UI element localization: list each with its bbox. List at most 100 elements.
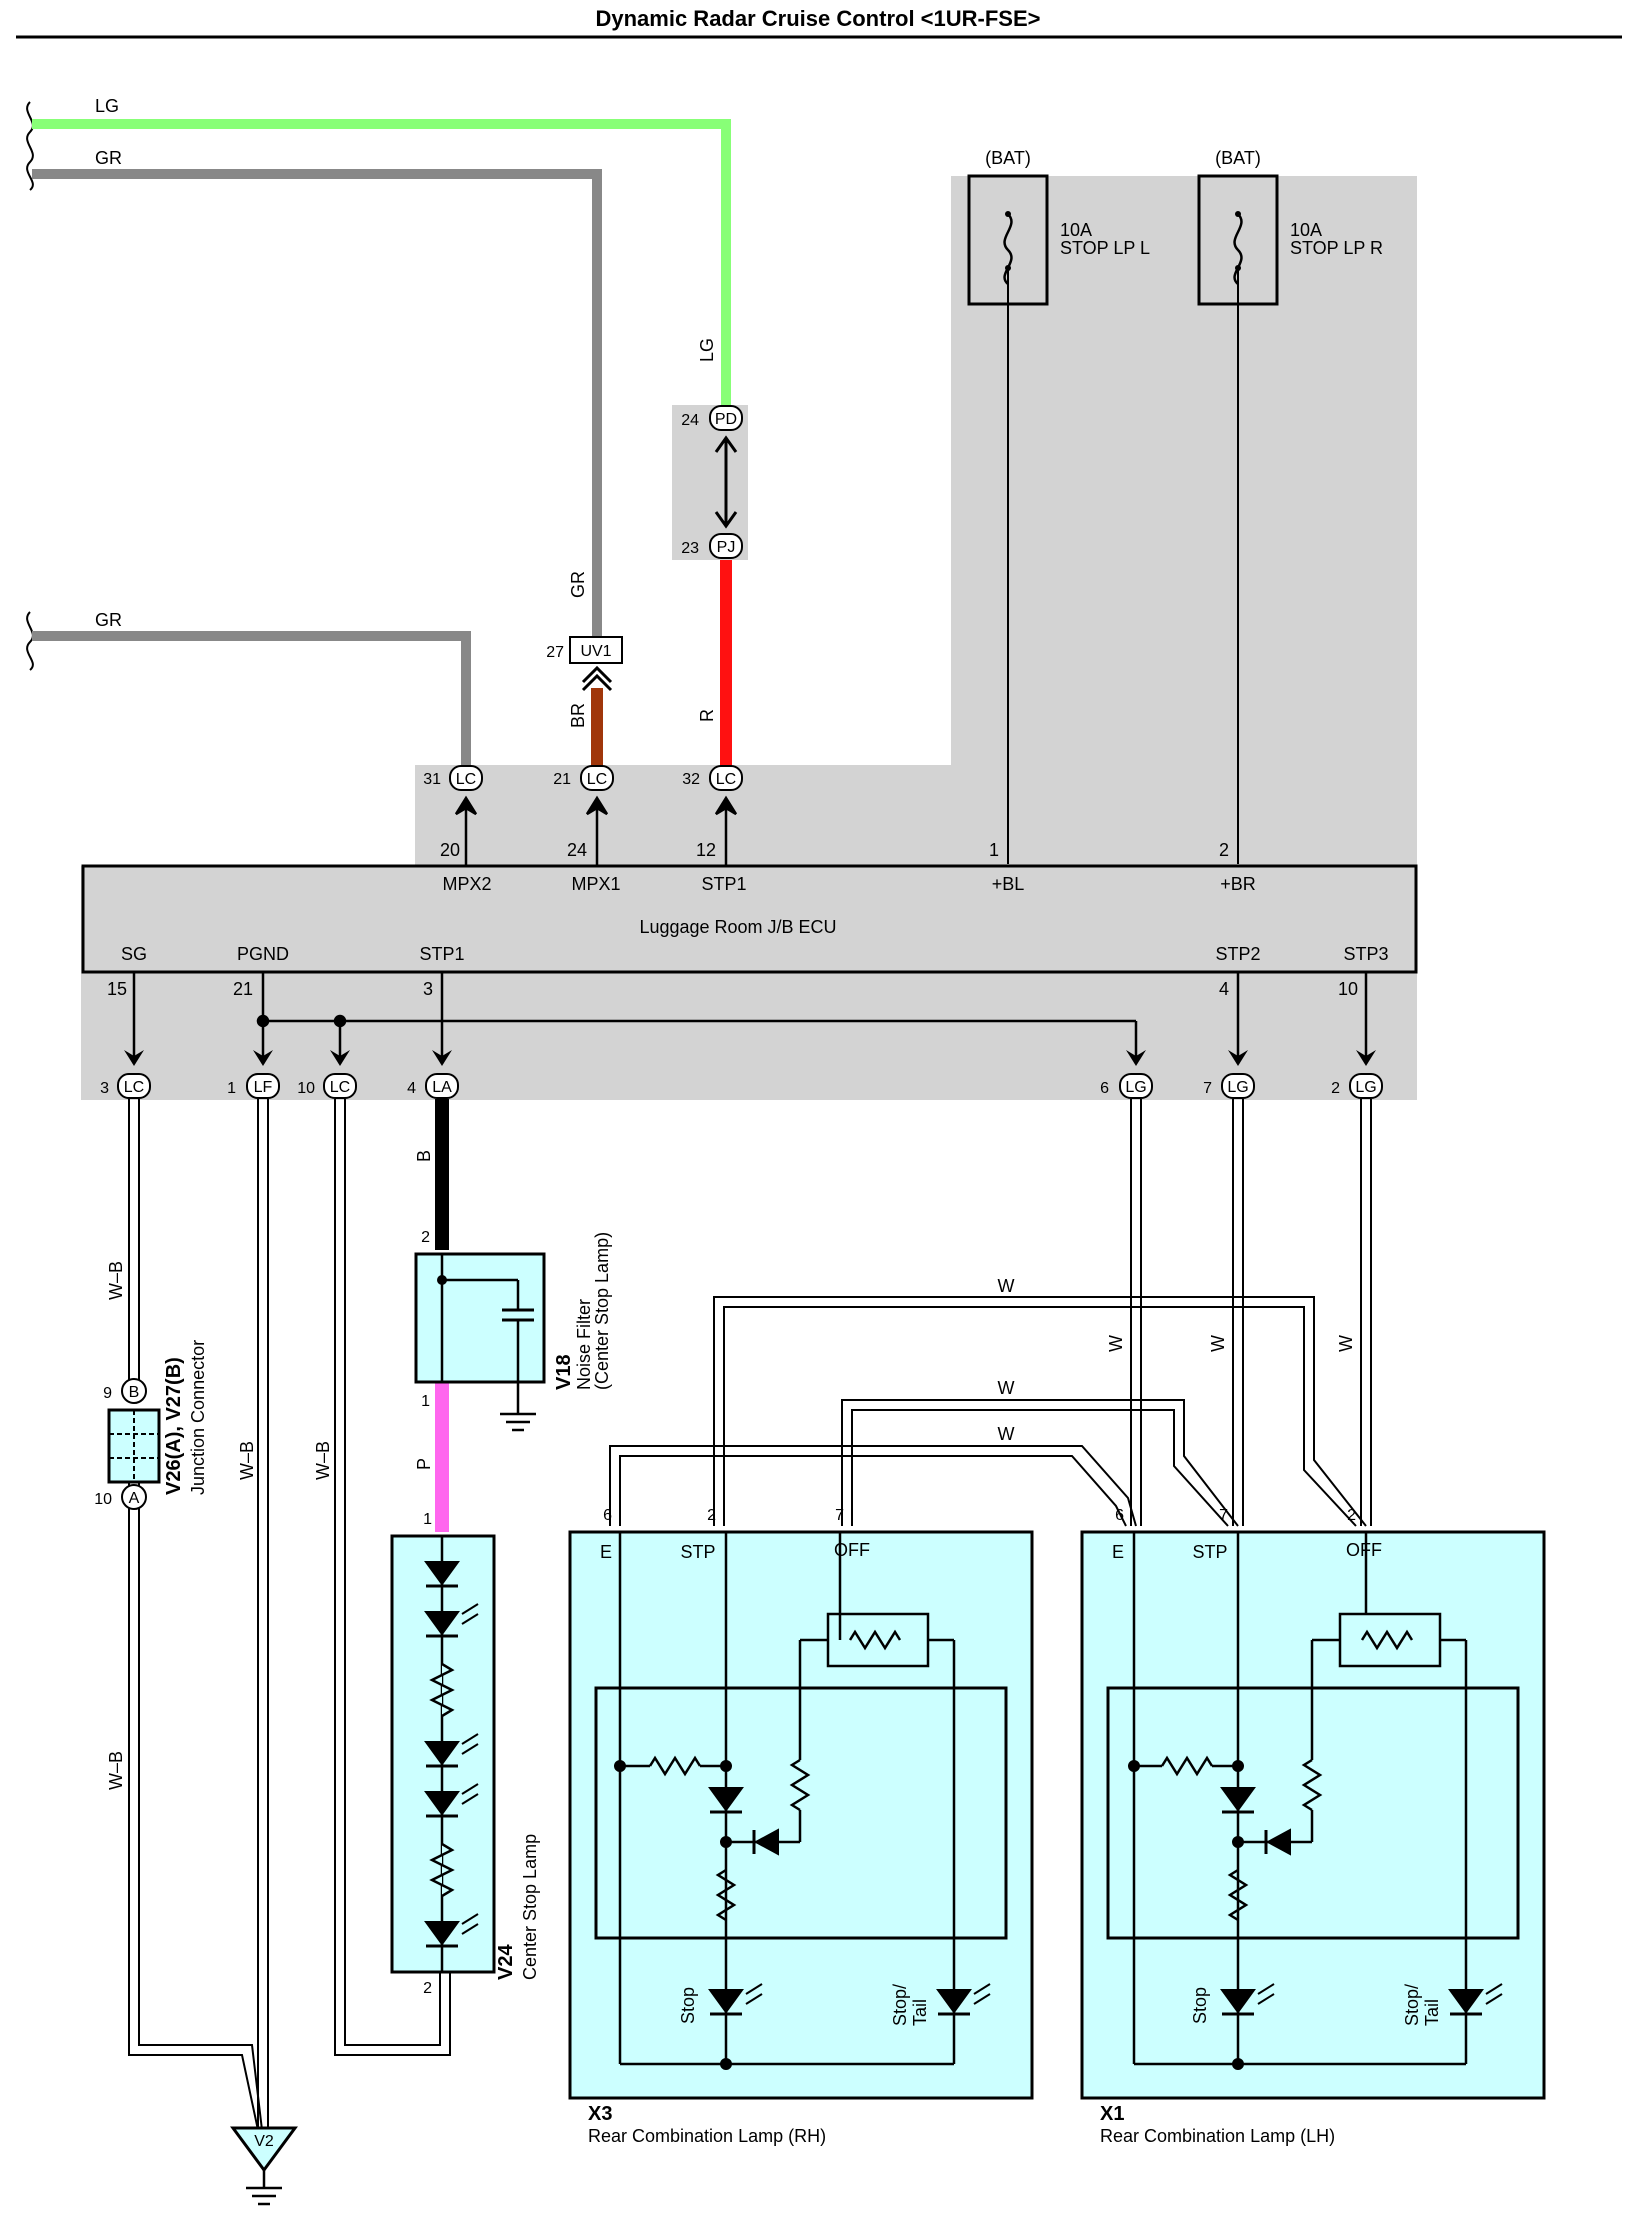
svg-text:24: 24 [567, 840, 587, 860]
svg-text:STP1: STP1 [419, 944, 464, 964]
svg-text:3: 3 [100, 1080, 109, 1097]
svg-text:2: 2 [707, 1507, 716, 1524]
svg-text:LF: LF [254, 1079, 273, 1096]
fuse-stop-lp-l: (BAT) 10A STOP LP L [967, 148, 1150, 864]
svg-text:Center Stop Lamp: Center Stop Lamp [520, 1834, 540, 1980]
svg-text:STP2: STP2 [1215, 944, 1260, 964]
gr-wire-mid [32, 631, 471, 770]
wire-label-r: R [697, 709, 717, 722]
svg-text:PGND: PGND [237, 944, 289, 964]
svg-text:Stop: Stop [678, 1987, 698, 2024]
wire-label-w-3: W [998, 1424, 1015, 1444]
center-stop-lamp-v24: 1 2 V24 Center Stop Lamp [390, 1511, 540, 1997]
lg-wire [32, 119, 731, 405]
svg-text:6: 6 [1115, 1507, 1124, 1524]
connector-pd: 24 PD [681, 405, 743, 431]
svg-text:X1: X1 [1100, 2103, 1124, 2125]
wire-label-p: P [414, 1458, 434, 1470]
gr-wire-top [32, 169, 602, 636]
svg-text:2: 2 [423, 1980, 432, 1997]
junction-connector: 9 B 10 A V26(A), V27(B) Junction Connect… [94, 1340, 208, 1510]
svg-text:24: 24 [681, 412, 699, 429]
svg-text:10: 10 [1338, 979, 1358, 999]
rear-combination-lamp-rh: 6 2 7 E STP OFF [568, 1507, 1034, 2146]
svg-text:X3: X3 [588, 2103, 612, 2125]
svg-text:LC: LC [716, 771, 736, 788]
svg-text:3: 3 [423, 979, 433, 999]
svg-text:20: 20 [440, 840, 460, 860]
svg-text:V2: V2 [254, 2133, 274, 2150]
wire-label-w-1: W [998, 1276, 1015, 1296]
svg-text:6: 6 [603, 1507, 612, 1524]
wire-label-lg-top: LG [95, 96, 119, 116]
fuse-rating: 10A [1060, 220, 1092, 240]
svg-text:(Center Stop Lamp): (Center Stop Lamp) [592, 1232, 612, 1390]
connector-pj: 23 PJ [681, 533, 743, 559]
fuse-source: (BAT) [1215, 148, 1261, 168]
wire-label-gr-top: GR [95, 148, 122, 168]
wire-label-wb-1: W–B [106, 1261, 126, 1300]
connector-lc31: 31 LC [423, 765, 483, 791]
svg-text:9: 9 [103, 1385, 112, 1402]
wire-label-lg-vert: LG [697, 338, 717, 362]
svg-text:E: E [600, 1542, 612, 1562]
svg-text:32: 32 [682, 771, 700, 788]
svg-text:A: A [129, 1490, 140, 1507]
ecu-bottom-pin-numbers: 15 21 3 4 10 [107, 979, 1358, 999]
jb-bottom-connectors: 3 LC 1 LF 10 LC 4 LA 6 LG 7 LG 2 LG [100, 1073, 1383, 1099]
svg-text:V24: V24 [495, 1944, 517, 1980]
wire-label-w-5: W [1208, 1335, 1228, 1352]
svg-text:12: 12 [696, 840, 716, 860]
svg-text:OFF: OFF [1346, 1540, 1382, 1560]
wire-label-w-2: W [998, 1378, 1015, 1398]
ecu-top-links [454, 795, 738, 866]
svg-text:1: 1 [989, 840, 999, 860]
svg-text:SG: SG [121, 944, 147, 964]
wire-label-wb-3: W–B [237, 1441, 257, 1480]
wire-break-symbols [26, 101, 34, 671]
svg-text:LC: LC [587, 771, 607, 788]
fuse-rating: 10A [1290, 220, 1322, 240]
svg-text:Noise Filter: Noise Filter [574, 1299, 594, 1390]
fuse-stop-lp-r: (BAT) 10A STOP LP R [1197, 148, 1383, 864]
svg-text:Junction Connector: Junction Connector [188, 1340, 208, 1495]
wire-label-w-4: W [1106, 1335, 1126, 1352]
svg-text:10: 10 [94, 1491, 112, 1508]
svg-text:Rear Combination Lamp (LH): Rear Combination Lamp (LH) [1100, 2126, 1335, 2146]
svg-text:10: 10 [297, 1080, 315, 1097]
svg-text:Rear Combination Lamp (RH): Rear Combination Lamp (RH) [588, 2126, 826, 2146]
wb-wires [128, 1099, 451, 2131]
svg-text:Stop: Stop [1190, 1987, 1210, 2024]
svg-text:Stop/: Stop/ [890, 1984, 910, 2026]
svg-text:23: 23 [681, 540, 699, 557]
svg-text:1: 1 [227, 1080, 236, 1097]
svg-text:LC: LC [124, 1079, 144, 1096]
svg-text:UV1: UV1 [580, 643, 611, 660]
w-wires [609, 1099, 1372, 1527]
svg-text:STP1: STP1 [701, 874, 746, 894]
wire-label-br: BR [568, 703, 588, 728]
svg-text:LG: LG [1125, 1079, 1146, 1096]
ecu-name: Luggage Room J/B ECU [639, 917, 836, 937]
svg-text:7: 7 [835, 1507, 844, 1524]
svg-text:2: 2 [1219, 840, 1229, 860]
svg-text:4: 4 [407, 1080, 416, 1097]
svg-text:Stop/: Stop/ [1402, 1984, 1422, 2026]
svg-text:LG: LG [1227, 1079, 1248, 1096]
svg-text:LC: LC [456, 771, 476, 788]
fuse-source: (BAT) [985, 148, 1031, 168]
svg-text:STP3: STP3 [1343, 944, 1388, 964]
wire-label-gr-vert: GR [568, 571, 588, 598]
connector-lc32: 32 LC [682, 765, 743, 791]
svg-text:PJ: PJ [717, 539, 736, 556]
rear-combination-lamp-lh: 6 7 2 E STP OFF [1080, 1507, 1546, 2146]
svg-text:2: 2 [421, 1229, 430, 1246]
svg-text:6: 6 [1100, 1080, 1109, 1097]
wire-label-wb-4: W–B [313, 1441, 333, 1480]
svg-text:+BR: +BR [1220, 874, 1256, 894]
fuse-name: STOP LP L [1060, 238, 1150, 258]
wire-label-b: B [414, 1150, 434, 1162]
connector-lc21: 21 LC [553, 765, 614, 791]
wire-label-w-6: W [1336, 1335, 1356, 1352]
